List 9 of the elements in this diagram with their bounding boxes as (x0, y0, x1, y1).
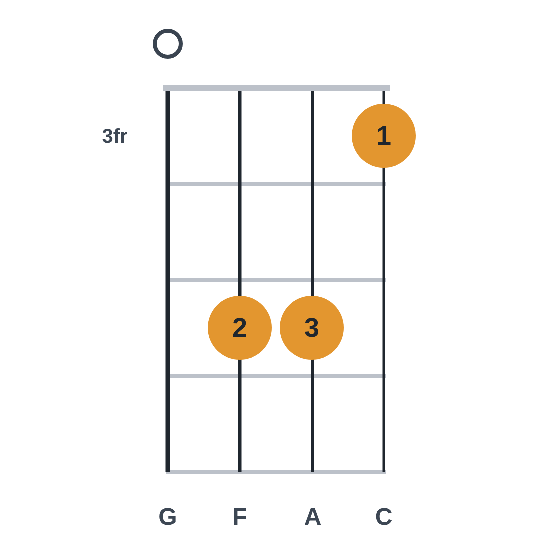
string-name: A (304, 506, 322, 530)
finger-dot: 1 (352, 104, 416, 168)
string-name: F (232, 506, 248, 530)
string-name: G (158, 506, 178, 530)
finger-dot: 3 (280, 296, 344, 360)
string-name: C (375, 506, 393, 530)
ring-icon (153, 29, 183, 59)
finger-dot: 2 (208, 296, 272, 360)
fret-number: 3fr (102, 127, 128, 147)
